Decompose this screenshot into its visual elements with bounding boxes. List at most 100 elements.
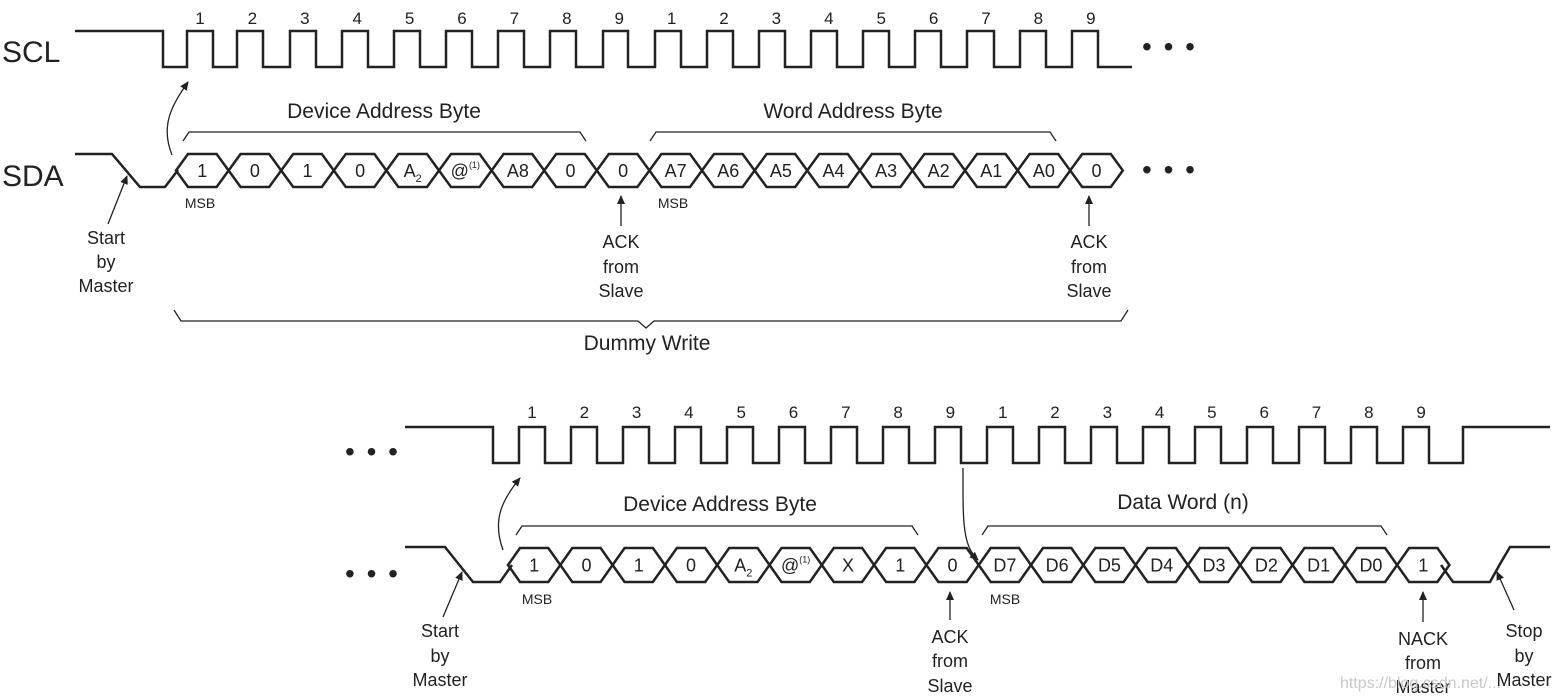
top-bit-shape [1068,152,1125,189]
top-clock-number: 1 [667,9,676,28]
bottom-bit-text: X [842,556,854,576]
top-bit-label: 0 [618,161,628,181]
bottom-bit-text: A [734,556,746,576]
bottom-stop-line1: Stop [1505,621,1542,641]
top-start-label-line3: Master [78,276,133,296]
top-bit-text: 0 [565,161,575,181]
bottom-stop-line2: by [1514,646,1533,666]
bottom-bit-shape [1395,546,1451,584]
bottom-clock-number: 8 [893,403,902,422]
bottom-ack-to-data-arrow [962,467,979,561]
top-msb-label-2: MSB [658,195,688,211]
top-bit-label: A4 [822,161,844,181]
top-bit-text: 0 [1091,161,1101,181]
bottom-clock-number: 7 [841,403,850,422]
top-bit-cell: A8 [490,152,546,189]
top-word-address-bracket [649,131,1057,142]
bottom-bit-cell: A2 [715,546,772,584]
bottom-ack-line2: from [932,651,968,671]
bottom-clock-number: 6 [1259,403,1268,422]
top-bit-label: A3 [875,161,897,181]
bottom-clock-number: 2 [1050,403,1059,422]
top-clock-number: 6 [457,9,466,28]
dummy-write-label: Dummy Write [584,332,711,355]
top-device-address-bracket [182,131,587,142]
bottom-bit-label: 1 [634,556,644,576]
bottom-bit-text: 0 [686,556,696,576]
top-clock-number: 6 [929,9,938,28]
bottom-bit-label: D4 [1150,556,1173,576]
bottom-scl-ellipsis-left: • • • [345,436,400,467]
top-bit-label: A8 [507,161,529,181]
bottom-bit-text: 0 [948,556,958,576]
watermark: https://blog.csdn.net/... [1340,675,1501,692]
top-bit-label: 1 [302,161,312,181]
bottom-start-line3: Master [412,670,467,690]
bottom-clock-number: 8 [1364,403,1373,422]
bottom-bit-cell: D7 [977,546,1033,584]
top-msb-label-1: MSB [185,195,215,211]
top-bit-label: 0 [355,161,365,181]
top-bit-label: 0 [565,161,575,181]
top-clock-number: 2 [248,9,257,28]
top-bit-label: 0 [250,161,260,181]
top-bit-text: A3 [875,161,897,181]
top-bit-label: @(1) [451,160,480,181]
bottom-bit-text: D7 [993,556,1016,576]
top-bit-label: 1 [197,161,207,181]
top-clock-number: 5 [876,9,885,28]
top-bit-cell: A5 [753,152,809,189]
top-ack1-line3: Slave [598,281,643,301]
top-bit-cell: A4 [805,152,862,189]
bottom-start-arrow [442,571,463,618]
top-bit-label: A1 [980,161,1002,181]
top-bit-text: A2 [928,161,950,181]
top-clock-number: 8 [1034,9,1043,28]
bottom-clock-number: 9 [946,403,955,422]
bottom-bit-cell: 1 [1395,546,1451,584]
bottom-ack-line3: Slave [927,676,972,696]
top-bit-cell: A7 [647,152,704,189]
top-bit-cell: 1 [174,152,231,189]
top-start-label-line2: by [96,252,115,272]
bottom-bit-label: 0 [686,556,696,576]
bottom-bit-text: D3 [1203,556,1226,576]
bottom-bit-subscript: 2 [746,568,752,580]
bottom-bit-label: D7 [993,556,1016,576]
top-sda-ellipsis: • • • [1142,154,1197,185]
top-bit-cell: A0 [1016,152,1072,189]
top-bit-text: A1 [980,161,1002,181]
top-bit-cell: A2 [384,152,441,189]
bottom-bit-cell: D1 [1290,546,1347,584]
bottom-clock-number: 3 [632,403,641,422]
top-bit-cell: @(1) [437,152,494,189]
top-bit-cell: 0 [1068,152,1125,189]
bottom-device-address-label: Device Address Byte [623,493,817,516]
top-clock-number: 9 [1086,9,1095,28]
bottom-clock-number: 4 [684,403,693,422]
top-device-address-label: Device Address Byte [287,100,481,123]
bottom-bit-label: D6 [1046,556,1069,576]
top-bit-text: A [404,161,416,181]
bottom-bit-cell: 0 [924,546,981,584]
top-ack1-line1: ACK [602,232,639,252]
top-word-address-label: Word Address Byte [763,100,942,123]
top-ack2-line1: ACK [1070,232,1107,252]
top-bit-subscript: 2 [416,173,422,185]
top-bit-text: A7 [665,161,687,181]
bottom-bit-text: D2 [1255,556,1278,576]
top-clock-number: 3 [300,9,309,28]
bottom-msb-label-2: MSB [990,591,1020,607]
top-bit-cell: A3 [858,152,914,189]
bottom-bit-label: D3 [1203,556,1226,576]
sda-label: SDA [2,160,64,193]
top-start-to-clock-arrow [166,81,189,156]
top-start-label-line1: Start [87,228,125,248]
bottom-bit-text: D4 [1150,556,1173,576]
top-bit-text: A4 [822,161,844,181]
bottom-bit-text: 1 [634,556,644,576]
bottom-stop-arrow [1496,571,1515,611]
